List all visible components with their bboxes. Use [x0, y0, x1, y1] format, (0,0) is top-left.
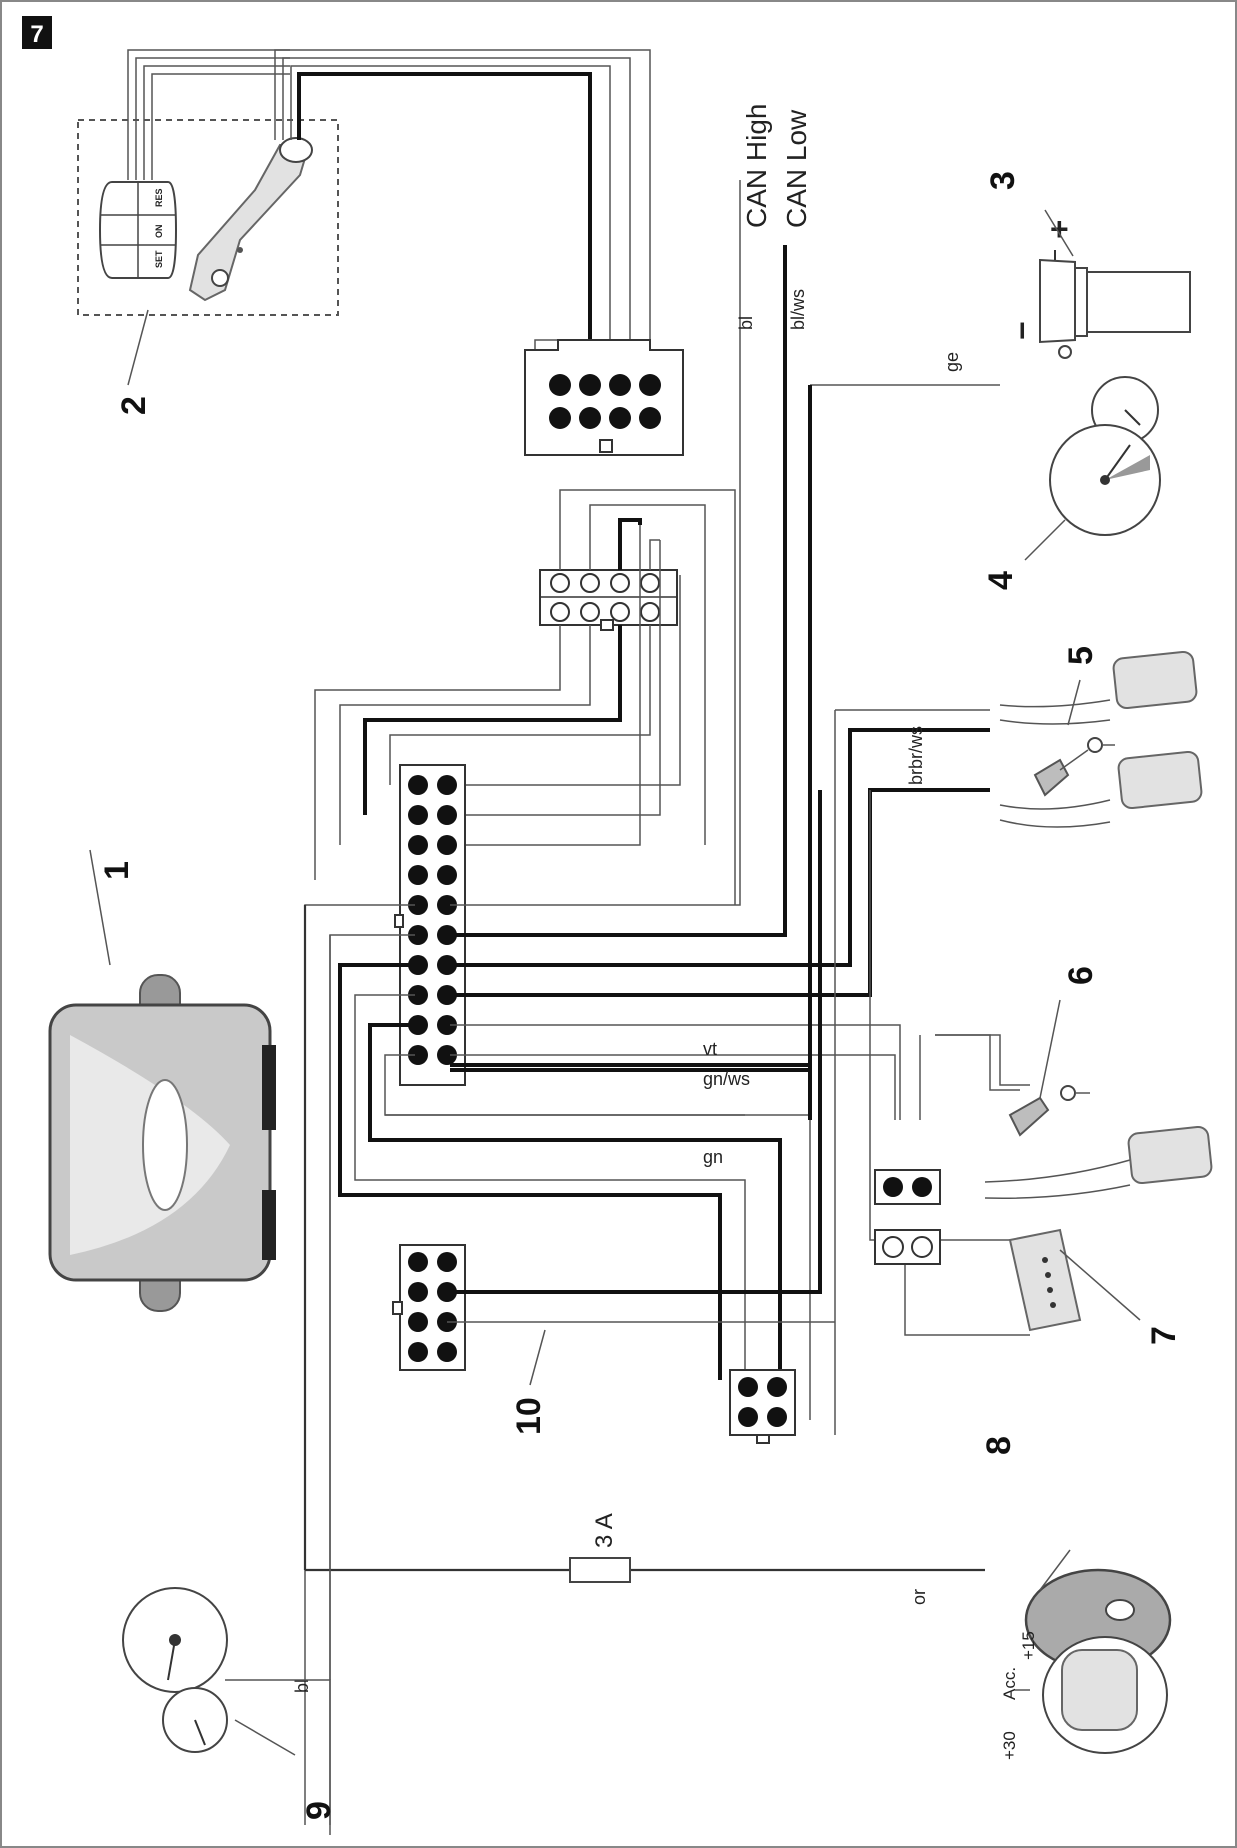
figure-number: 7 — [30, 21, 43, 48]
can-low-label: CAN Low — [781, 109, 812, 228]
component-3-polarity-sensor: + − 3 — [984, 171, 1191, 359]
main-connector-pin — [437, 775, 457, 795]
wire-label-bl-speedo: bl — [292, 1679, 312, 1693]
label-9: 9 — [300, 1801, 338, 1820]
component-4-dial-gauges: 4 — [982, 376, 1161, 590]
main-connector-pin — [408, 985, 428, 1005]
connector-2pin-black — [874, 1169, 941, 1205]
control-lever-dashed-box — [77, 119, 339, 316]
component-5-pedal-switch: 5 — [999, 646, 1203, 828]
wire-label-ge: ge — [942, 352, 962, 372]
fuse-label: 3 A — [591, 1513, 618, 1548]
component-8-ignition-switch: +15 Acc. +30 8 — [980, 1436, 1172, 1760]
main-connector-pin — [437, 1015, 457, 1035]
wire-label-vt: vt — [703, 1039, 717, 1059]
main-connector-pin — [408, 775, 428, 795]
label-7: 7 — [1145, 1326, 1183, 1345]
main-connector-pin — [437, 925, 457, 945]
connector-2pin-open — [874, 1229, 941, 1265]
right-harness-wires — [450, 180, 1030, 1435]
res-label: RES — [154, 188, 164, 207]
label-10: 10 — [510, 1397, 548, 1435]
main-connector-pin — [408, 895, 428, 915]
plus-label: + — [1050, 211, 1069, 247]
label-1: 1 — [98, 861, 136, 880]
on-label: ON — [154, 225, 164, 239]
main-connector-pin — [408, 1015, 428, 1035]
main-harness-connector — [394, 764, 466, 1086]
set-label: SET — [154, 250, 164, 268]
label-2: 2 — [115, 396, 153, 415]
main-connector-pin — [437, 865, 457, 885]
main-connector-pin — [437, 835, 457, 855]
main-connector-pin — [437, 1045, 457, 1065]
ignition-acc: Acc. — [1000, 1667, 1019, 1700]
main-connector-pin — [437, 805, 457, 825]
connector-8pin-component-10: 10 — [392, 790, 835, 1435]
main-connector-pin — [408, 1045, 428, 1065]
figure-number-badge — [22, 16, 52, 49]
wire-label-blws: bl/ws — [788, 289, 808, 330]
can-high-label: CAN High — [741, 104, 772, 228]
component-9-speedometer: 9 — [122, 1587, 338, 1825]
label-8: 8 — [980, 1436, 1018, 1455]
switch-pad: SET ON RES — [98, 181, 178, 279]
component-1-control-unit: 1 — [48, 849, 276, 1312]
minus-label: − — [1004, 321, 1040, 340]
wire-label-bl-can: bl — [736, 316, 756, 330]
connector-4pin-bottom — [729, 1369, 796, 1444]
label-6: 6 — [1062, 966, 1100, 985]
connector-8pin-top — [524, 339, 684, 456]
main-connector-pin — [408, 835, 428, 855]
main-connector-pin — [408, 955, 428, 975]
component-7-pedal-bracket: 7 — [984, 1125, 1213, 1345]
middle-connector-wires — [314, 489, 736, 905]
cruise-control-lever — [188, 137, 313, 302]
main-connector-pin — [408, 865, 428, 885]
steering-control-lever-group: SET ON RES 2 — [77, 119, 339, 415]
main-connector-pin — [408, 805, 428, 825]
connector-8pin-middle — [539, 569, 678, 631]
wire-label-gn: gn — [703, 1147, 723, 1167]
fuse-and-power-wire: 3 A — [305, 1513, 985, 1583]
main-connector-pin — [437, 955, 457, 975]
wire-label-gnws: gn/ws — [703, 1069, 750, 1089]
wire-label-brbrws: brbr/ws — [906, 726, 926, 785]
label-5: 5 — [1062, 646, 1100, 665]
ignition-plus15: +15 — [1019, 1631, 1038, 1660]
main-connector-pin — [437, 895, 457, 915]
label-3: 3 — [984, 171, 1022, 190]
main-connector-pin — [437, 985, 457, 1005]
component-6-sensor: 6 — [935, 966, 1100, 1137]
wire-label-or: or — [909, 1589, 929, 1605]
ignition-plus30: +30 — [1000, 1731, 1019, 1760]
label-4: 4 — [982, 571, 1020, 590]
main-connector-pin — [408, 925, 428, 945]
control-lever-wires — [127, 49, 651, 445]
fuse-3a — [569, 1557, 631, 1583]
